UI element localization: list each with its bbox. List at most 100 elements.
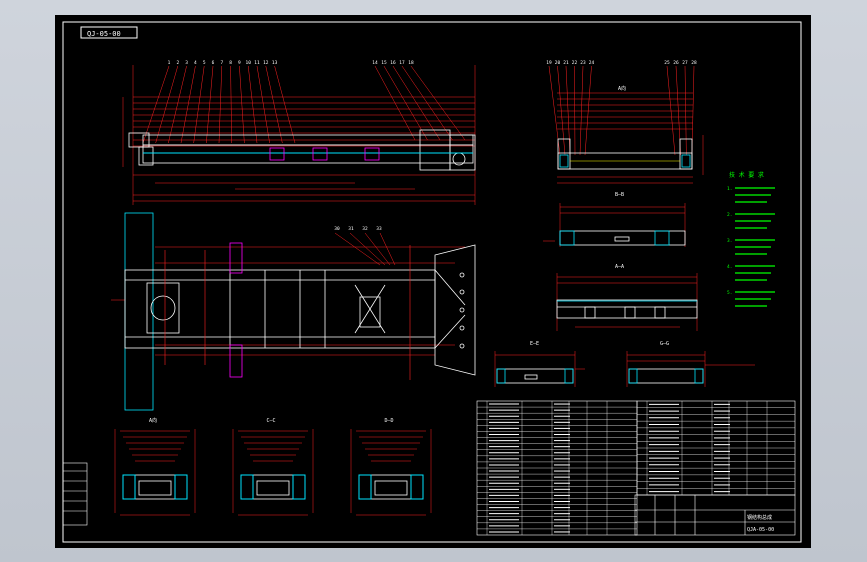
left-revision-table bbox=[62, 462, 88, 526]
leader-line bbox=[574, 65, 576, 156]
section-flange bbox=[292, 474, 306, 500]
leader-line bbox=[256, 65, 270, 144]
leader-line bbox=[557, 65, 566, 156]
leader-line bbox=[410, 65, 466, 141]
section-bb: B—B bbox=[543, 192, 686, 247]
balloon-number: 13 bbox=[272, 60, 278, 66]
leader-line bbox=[383, 65, 428, 141]
title-block-part-name: 钢结构总成 bbox=[747, 514, 772, 521]
engineering-drawing: QJ-05-00 bbox=[62, 21, 802, 543]
bottom-section-label: D—D bbox=[384, 418, 393, 424]
balloon-number: 3 bbox=[185, 60, 188, 66]
leader-line bbox=[168, 65, 187, 144]
balloon-number: 22 bbox=[572, 60, 578, 66]
leader-line bbox=[142, 65, 170, 144]
title-block-drawing-number: QJA-05-00 bbox=[747, 527, 774, 533]
sheet-frame bbox=[62, 21, 802, 543]
section-bb-label: B—B bbox=[615, 192, 624, 198]
elevation-beam bbox=[128, 129, 476, 171]
note-line: 3. bbox=[727, 238, 732, 244]
balloon-number: 1 bbox=[168, 60, 171, 66]
balloon-number: 16 bbox=[390, 60, 396, 66]
balloon-number: 7 bbox=[220, 60, 223, 66]
side-view-body bbox=[557, 138, 693, 170]
section-flange bbox=[358, 474, 372, 500]
leader-line bbox=[265, 65, 283, 144]
leader-line bbox=[565, 65, 571, 156]
drawing-sheet: QJ-05-00 bbox=[55, 15, 811, 548]
leader-line bbox=[247, 65, 258, 144]
bottom-section-view: C—C bbox=[232, 418, 314, 516]
balloon-number: 10 bbox=[245, 60, 251, 66]
leader-line bbox=[374, 65, 416, 141]
section-aa: A—A bbox=[556, 264, 698, 331]
section-flange bbox=[410, 474, 424, 500]
note-line: 5. bbox=[727, 290, 732, 296]
balloon-number: 25 bbox=[664, 60, 670, 66]
section-flange bbox=[240, 474, 254, 500]
balloon-number: 2 bbox=[176, 60, 179, 66]
plan-section-marks bbox=[164, 245, 411, 380]
bottom-section-view: D—D bbox=[350, 418, 432, 516]
leader-line bbox=[180, 65, 196, 144]
title-block bbox=[634, 494, 796, 536]
section-gg: G—G bbox=[626, 341, 755, 387]
balloon-number: 31 bbox=[348, 226, 354, 232]
balloon-number: 12 bbox=[263, 60, 269, 66]
balloon-number: 26 bbox=[673, 60, 679, 66]
leader-line bbox=[206, 65, 214, 144]
title-tag: QJ-05-00 bbox=[87, 30, 121, 38]
balloon-number: 4 bbox=[194, 60, 197, 66]
balloon-number: 18 bbox=[408, 60, 414, 66]
notes-heading: 技 术 要 求 bbox=[729, 171, 764, 179]
balloon-number: 17 bbox=[399, 60, 405, 66]
side-view-label: A向 bbox=[618, 85, 626, 92]
section-ee-label: E—E bbox=[530, 341, 539, 347]
balloon-number: 15 bbox=[381, 60, 387, 66]
section-aa-label: A—A bbox=[615, 264, 624, 270]
leader-line bbox=[684, 65, 687, 156]
balloon-number: 9 bbox=[238, 60, 241, 66]
balloon-number: 14 bbox=[372, 60, 378, 66]
balloon-number: 11 bbox=[254, 60, 260, 66]
balloon-number: 6 bbox=[212, 60, 215, 66]
bottom-section-view: A向 bbox=[114, 417, 196, 516]
balloon-number: 27 bbox=[682, 60, 688, 66]
note-line: 1. bbox=[727, 186, 732, 192]
note-line: 2. bbox=[727, 212, 732, 218]
elevation-leaders-right bbox=[374, 65, 466, 141]
balloon-number: 5 bbox=[203, 60, 206, 66]
leader-line bbox=[193, 65, 205, 144]
side-view-dimensions bbox=[557, 92, 704, 184]
leader-line bbox=[218, 65, 223, 144]
elevation-magenta-parts bbox=[269, 147, 380, 161]
notes-lines: 1.2.3.4.5. bbox=[727, 186, 775, 307]
plan-axle-cyan bbox=[124, 212, 154, 411]
section-gg-label: G—G bbox=[660, 341, 669, 347]
title-tag-box bbox=[80, 26, 138, 39]
leader-line bbox=[155, 65, 179, 144]
bottom-section-label: A向 bbox=[149, 417, 157, 424]
section-ee: E—E bbox=[494, 341, 585, 387]
balloon-number: 19 bbox=[546, 60, 552, 66]
balloon-number: 30 bbox=[334, 226, 340, 232]
elevation-leaders-left bbox=[142, 65, 296, 144]
leader-line bbox=[579, 65, 584, 156]
balloon-number: 20 bbox=[555, 60, 561, 66]
leader-line bbox=[666, 65, 676, 156]
plan-magenta-parts bbox=[229, 242, 243, 378]
section-web bbox=[256, 480, 290, 496]
section-web bbox=[138, 480, 172, 496]
technical-notes: 技 术 要 求 1.2.3.4.5. bbox=[727, 171, 775, 307]
leader-line bbox=[230, 65, 232, 144]
leader-line bbox=[239, 65, 245, 144]
section-flange bbox=[122, 474, 136, 500]
balloon-number: 32 bbox=[362, 226, 368, 232]
